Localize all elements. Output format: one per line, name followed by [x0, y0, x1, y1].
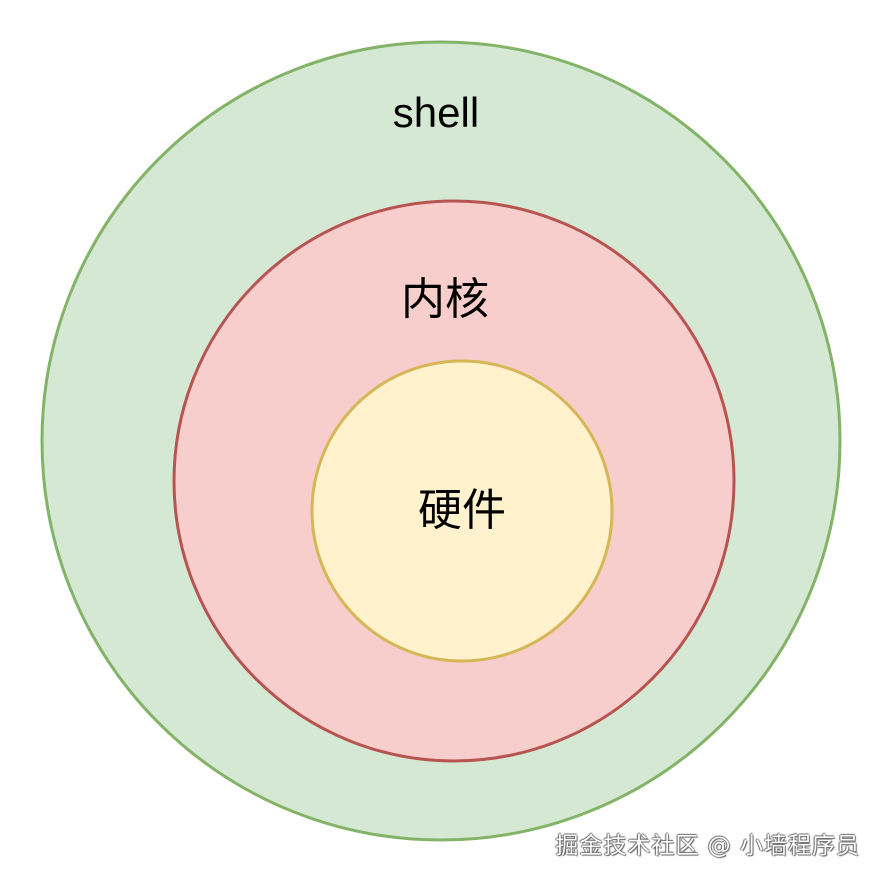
hardware-circle [310, 359, 614, 663]
shell-label: shell [392, 89, 480, 136]
watermark: 掘金技术社区 @ 小墙程序员 [555, 833, 860, 859]
hardware-label: 硬件 [418, 485, 506, 536]
kernel-label: 内核 [401, 274, 489, 325]
